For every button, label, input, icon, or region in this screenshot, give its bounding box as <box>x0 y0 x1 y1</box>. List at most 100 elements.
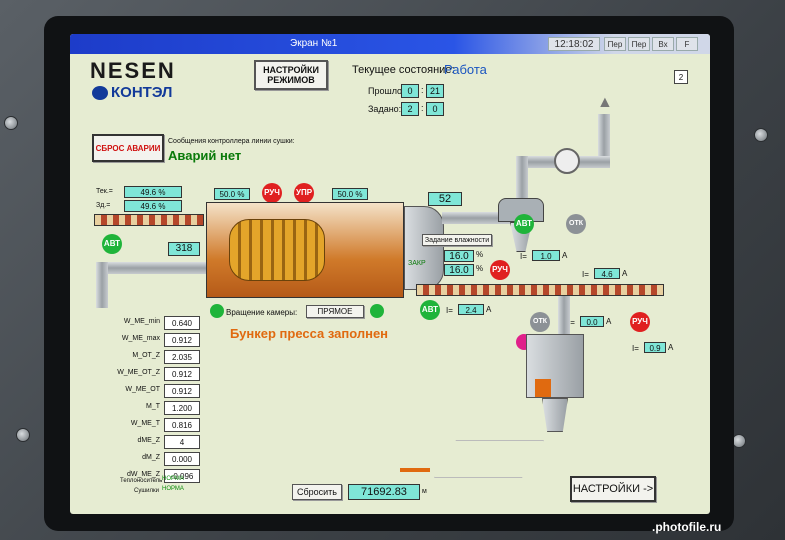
state-value: Работа <box>444 62 487 77</box>
state-label: Текущее состояние: <box>352 64 455 76</box>
set-hours[interactable]: 2 <box>401 102 419 116</box>
controller-messages-label: Сообщения контроллера линии сушки: <box>168 138 295 145</box>
screw <box>732 434 746 448</box>
current-2-label: I= <box>582 270 589 279</box>
param-value[interactable]: 0.912 <box>164 367 200 381</box>
screw <box>4 116 18 130</box>
press-bunker <box>526 334 584 398</box>
elapsed-hours: 0 <box>401 84 419 98</box>
mode-settings-button[interactable]: НАСТРОЙКИ РЕЖИМОВ <box>254 60 328 90</box>
param-name: W_ME_min <box>123 318 160 325</box>
timer-colon: : <box>421 103 424 113</box>
status-message: Бункер пресса заполнен <box>230 326 389 341</box>
drum-exhaust-pipe <box>442 212 514 224</box>
setpoint-label: Зд.= <box>96 202 111 209</box>
elapsed-label: Прошло: <box>368 86 405 96</box>
current-label: Тек.= <box>96 188 113 195</box>
param-name: W_ME_max <box>121 335 160 342</box>
dryer-material-icon <box>229 219 325 281</box>
exhaust-arrow-icon: ▲ <box>597 94 613 111</box>
param-value[interactable]: 0.640 <box>164 316 200 330</box>
current-5-value: 0.9 <box>644 342 666 353</box>
press-outline <box>434 440 544 478</box>
title-button-f[interactable]: F <box>676 37 698 51</box>
title-button-1[interactable]: Пер <box>604 37 626 51</box>
rotation-gear-icon <box>210 304 224 318</box>
current-3-unit: A <box>486 305 492 314</box>
current-5-label: I= <box>632 344 639 353</box>
humidity-value-1[interactable]: 16.0 <box>444 250 474 262</box>
param-value[interactable]: 0.912 <box>164 333 200 347</box>
top-temp-value: 52 <box>428 192 462 206</box>
exhaust-pipe <box>598 114 610 164</box>
lower-auto-button[interactable]: АВТ <box>420 300 440 320</box>
screw <box>754 128 768 142</box>
watermark: .photofile.ru <box>652 520 722 534</box>
current-4-unit: A <box>606 317 612 326</box>
window-title: Экран №1 <box>290 38 338 49</box>
param-value[interactable]: 0.912 <box>164 384 200 398</box>
feed-value[interactable]: 318 <box>168 242 200 256</box>
rotation-direction-button[interactable]: ПРЯМОЕ <box>306 305 364 318</box>
param-value[interactable]: 0.000 <box>164 452 200 466</box>
timer-colon: : <box>421 85 424 95</box>
param-name: dME_Z <box>137 437 160 444</box>
left-pipe-down <box>96 262 108 308</box>
dryer-right-value[interactable]: 50.0 % <box>332 188 368 200</box>
set-minutes[interactable]: 0 <box>426 102 444 116</box>
screw <box>16 428 30 442</box>
clock: 12:18:02 <box>548 37 600 51</box>
param-name: dW_ME_Z <box>126 471 160 478</box>
coolant-state: НОРМА <box>162 476 184 482</box>
nesen-logo: NESEN <box>90 58 176 83</box>
current-5-unit: A <box>668 343 674 352</box>
hopper-feed-pipe <box>558 296 570 342</box>
feed-conveyor <box>94 214 204 226</box>
alarm-reset-button[interactable]: СБРОС АВАРИИ <box>92 134 164 162</box>
kontel-logo: КОНТЭЛ <box>92 84 172 101</box>
page-number[interactable]: 2 <box>674 70 688 84</box>
dryer-drum <box>206 202 404 298</box>
dryer-left-value[interactable]: 50.0 % <box>214 188 250 200</box>
current-value: 49.6 % <box>124 186 182 198</box>
param-value[interactable]: 1.200 <box>164 401 200 415</box>
right-auto-button[interactable]: АВТ <box>514 214 534 234</box>
right-manual-button[interactable]: РУЧ <box>490 260 510 280</box>
manual-button[interactable]: РУЧ <box>262 183 282 203</box>
param-name: W_ME_OT <box>125 386 160 393</box>
current-1-label: I= <box>520 252 527 261</box>
title-button-enter[interactable]: Вх <box>652 37 674 51</box>
humidity-unit-1: % <box>476 250 484 259</box>
param-value[interactable]: 4 <box>164 435 200 449</box>
closed-label: ЗАКР <box>408 260 426 267</box>
settings-next-button[interactable]: НАСТРОЙКИ -> <box>570 476 656 502</box>
current-4-label: I= <box>568 318 575 327</box>
output-conveyor <box>416 284 664 296</box>
elapsed-minutes: 21 <box>426 84 444 98</box>
left-auto-button[interactable]: АВТ <box>102 234 122 254</box>
lower-otk-button[interactable]: ОТК <box>530 312 550 332</box>
right-otk-button[interactable]: ОТК <box>566 214 586 234</box>
param-value[interactable]: 2.035 <box>164 350 200 364</box>
param-name: W_ME_T <box>130 420 160 427</box>
lower-manual-button[interactable]: РУЧ <box>630 312 650 332</box>
param-value[interactable]: 0.816 <box>164 418 200 432</box>
rotation-gear-icon-2 <box>370 304 384 318</box>
humidity-setpoint-button[interactable]: Задание влажности <box>422 234 492 246</box>
reset-counter-button[interactable]: Сбросить <box>292 484 342 500</box>
coolant-label: Теплоноситель <box>120 478 163 484</box>
hmi-screen: Экран №1 12:18:02 Пер Пер Вх F 2 NESEN К… <box>70 34 710 514</box>
bunker-fill <box>535 379 551 397</box>
setpoint-value[interactable]: 49.6 % <box>124 200 182 212</box>
current-2-unit: A <box>622 269 628 278</box>
param-value[interactable]: -0.096 <box>164 469 200 483</box>
bunker-cone <box>542 398 568 432</box>
title-button-2[interactable]: Пер <box>628 37 650 51</box>
humidity-unit-2: % <box>476 264 484 273</box>
param-name: dM_Z <box>142 454 160 461</box>
current-4-value: 0.0 <box>580 316 604 327</box>
control-button[interactable]: УПР <box>294 183 314 203</box>
meter-counter: 71692.83 <box>348 484 420 500</box>
kontel-text: КОНТЭЛ <box>111 84 173 101</box>
drum-end-cap <box>404 206 444 290</box>
